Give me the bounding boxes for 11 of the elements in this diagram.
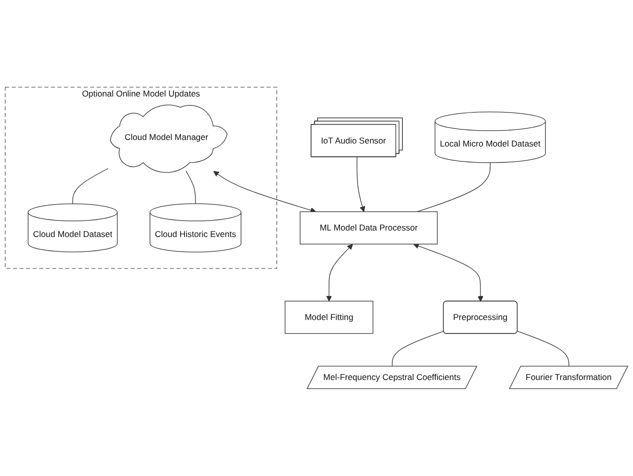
connector (392, 330, 444, 367)
arrow (356, 156, 366, 212)
arrow (326, 244, 353, 302)
node-box: Model Fitting (284, 300, 374, 334)
connector (416, 162, 491, 212)
node-box: ML Model Data Processor (300, 211, 438, 244)
arrow (413, 243, 484, 302)
connector (72, 168, 108, 204)
arrow (213, 170, 316, 213)
connector (186, 170, 196, 204)
connector (517, 330, 570, 367)
